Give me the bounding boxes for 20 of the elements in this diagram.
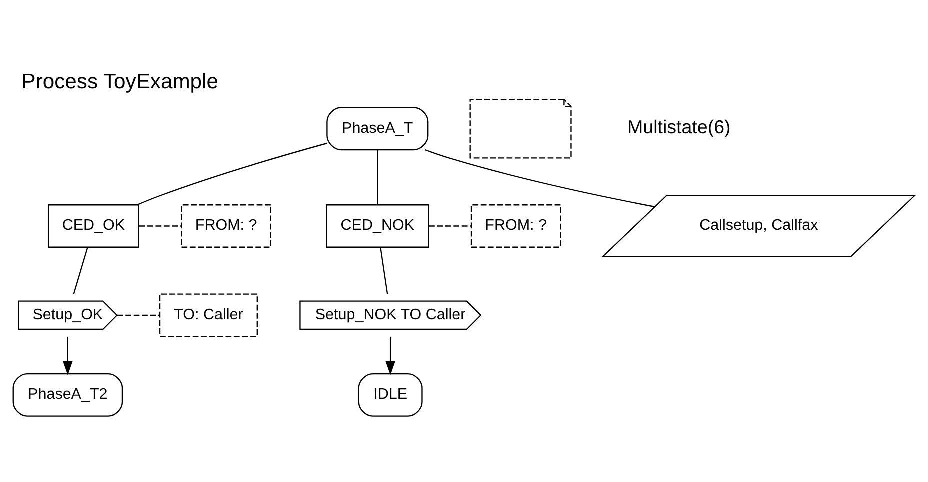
connector: [139, 225, 182, 226]
connector: [137, 142, 328, 206]
node-box: CED_OK: [48, 204, 140, 248]
connector: [73, 246, 88, 294]
node-box: TO: Caller: [159, 293, 258, 337]
node-box: IDLE: [358, 372, 423, 416]
node-box: PhaseA_T2: [12, 372, 124, 416]
node-box: CED_NOK: [326, 204, 430, 248]
arrow: [386, 336, 396, 375]
connector: [380, 246, 388, 294]
arrow: [63, 336, 73, 375]
connector: [117, 314, 160, 316]
connector: [429, 225, 472, 226]
connector: [425, 149, 656, 208]
node-box: PhaseA_T: [326, 106, 429, 150]
node-box: FROM: ?: [181, 204, 272, 248]
label: Multistate(6): [628, 116, 731, 137]
connector: [377, 150, 378, 204]
diagram-title: Process ToyExample: [22, 70, 218, 93]
node-box: FROM: ?: [470, 204, 562, 248]
